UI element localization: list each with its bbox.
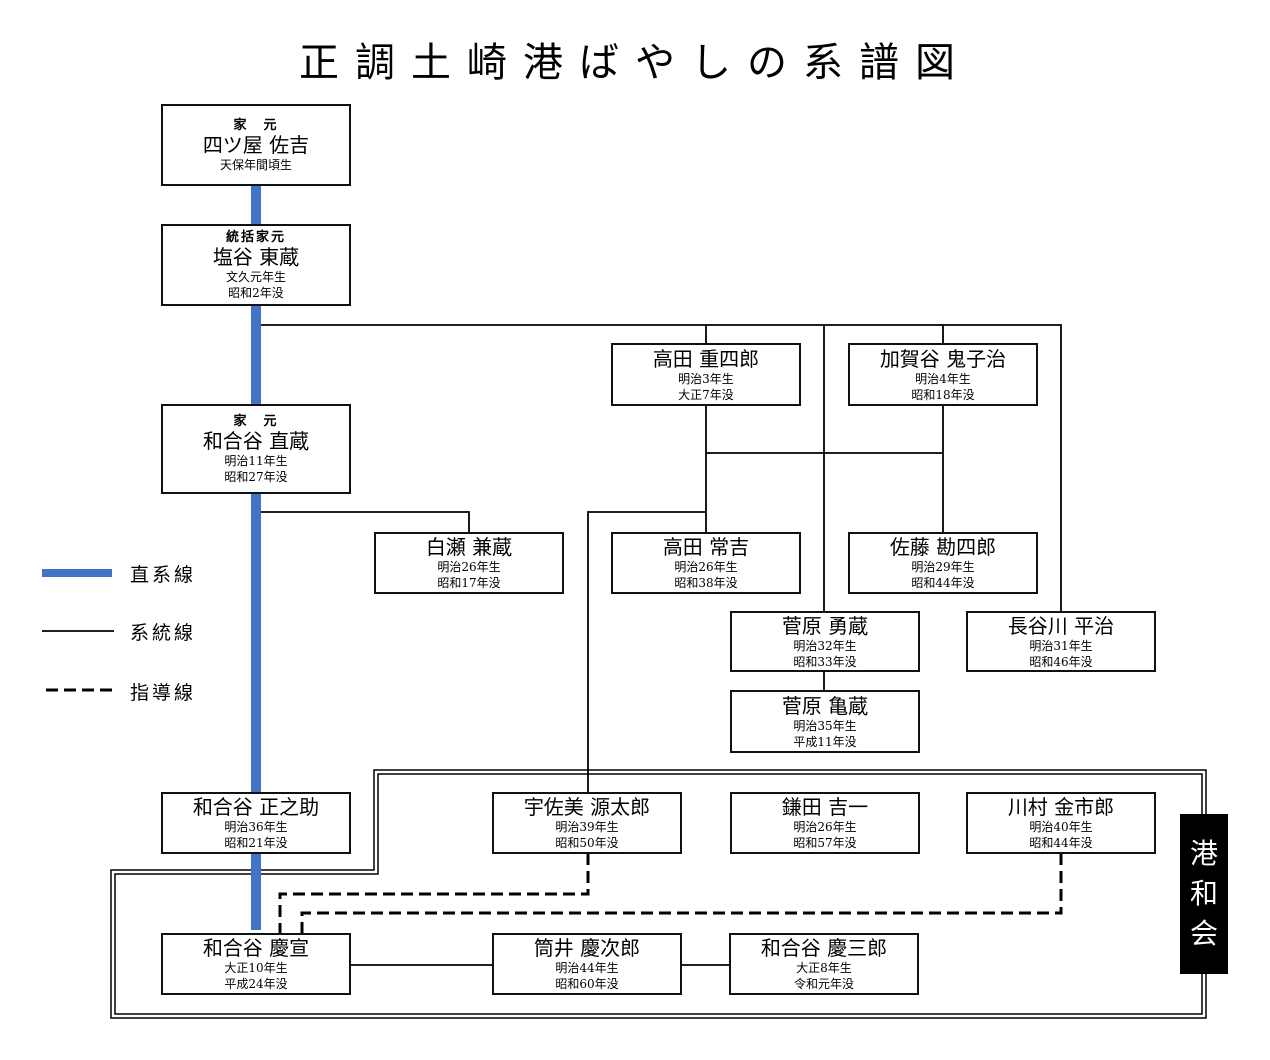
person-name: 和合谷 正之助 <box>192 795 320 819</box>
person-born: 明治31年生 <box>1029 638 1093 653</box>
person-name: 菅原 勇蔵 <box>781 613 869 638</box>
group-label-char: 会 <box>1189 917 1218 950</box>
person-died: 昭和50年没 <box>555 836 619 850</box>
person-name: 川村 金市郎 <box>1007 795 1115 819</box>
person-died: 昭和38年没 <box>674 576 738 590</box>
lineage-to-usami <box>587 511 706 793</box>
person-box-shioya: 統括家元 塩谷 東蔵 文久元年生 昭和2年没 <box>161 224 351 306</box>
person-name: 塩谷 東蔵 <box>212 244 300 269</box>
person-died: 昭和2年没 <box>228 285 284 300</box>
legend-guidance-label: 指導線 <box>130 682 197 704</box>
person-died: 昭和57年没 <box>793 836 857 850</box>
person-born: 明治4年生 <box>915 371 971 386</box>
person-box-yotsuya: 家 元 四ツ屋 佐吉 天保年間頃生 <box>161 104 351 186</box>
person-born: 明治26年生 <box>793 820 857 834</box>
person-box-takada-j: 高田 重四郎 明治3年生 大正7年没 <box>611 343 801 406</box>
person-box-kagaya: 加賀谷 鬼子治 明治4年生 昭和18年没 <box>848 343 1038 406</box>
person-died: 大正7年没 <box>678 387 734 402</box>
person-name: 和合谷 直蔵 <box>202 428 310 453</box>
person-died: 昭和18年没 <box>911 387 975 402</box>
person-box-naozo: 家 元 和合谷 直蔵 明治11年生 昭和27年没 <box>161 404 351 494</box>
person-name: 宇佐美 源太郎 <box>523 795 651 819</box>
person-name: 佐藤 勘四郎 <box>889 535 997 559</box>
person-role: 統括家元 <box>225 229 286 245</box>
person-name: 菅原 亀蔵 <box>781 693 869 718</box>
person-born: 明治36年生 <box>224 820 288 834</box>
person-box-masanosuke: 和合谷 正之助 明治36年生 昭和21年没 <box>161 792 351 854</box>
person-died: 令和元年没 <box>793 977 854 991</box>
person-box-kamata: 鎌田 吉一 明治26年生 昭和57年没 <box>730 792 920 854</box>
person-box-keizaburo: 和合谷 慶三郎 大正8年生 令和元年没 <box>729 933 919 995</box>
person-name: 長谷川 平治 <box>1007 613 1115 638</box>
person-name: 四ツ屋 佐吉 <box>202 132 310 157</box>
guidance-kawamura <box>300 853 1063 935</box>
legend-lineage-label: 系統線 <box>130 622 197 644</box>
person-name: 高田 常吉 <box>662 535 750 559</box>
person-name: 加賀谷 鬼子治 <box>879 346 1007 371</box>
lineage-naozo-shirase <box>261 511 470 533</box>
person-born: 明治35年生 <box>793 718 857 733</box>
person-died: 平成11年没 <box>793 734 857 749</box>
person-role: 家 元 <box>233 413 279 429</box>
person-box-sato: 佐藤 勘四郎 明治29年生 昭和44年没 <box>848 532 1038 594</box>
person-box-yoshinobu: 和合谷 慶宣 大正10年生 平成24年没 <box>161 933 351 995</box>
person-died: 昭和60年没 <box>555 977 619 991</box>
person-role: 家 元 <box>233 117 279 133</box>
person-name: 筒井 慶次郎 <box>533 936 641 960</box>
person-born: 明治26年生 <box>674 560 738 574</box>
person-born: 明治32年生 <box>793 638 857 653</box>
person-died: 昭和46年没 <box>1029 654 1093 669</box>
person-name: 和合谷 慶三郎 <box>760 936 888 960</box>
person-born: 明治40年生 <box>1029 820 1093 834</box>
person-box-usami: 宇佐美 源太郎 明治39年生 昭和50年没 <box>492 792 682 854</box>
person-box-sugawara-k: 菅原 亀蔵 明治35年生 平成11年没 <box>730 690 920 753</box>
page-title: 正調土崎港ばやしの系譜図 <box>299 40 971 86</box>
person-name: 鎌田 吉一 <box>781 795 869 819</box>
person-died: 昭和44年没 <box>1029 836 1093 850</box>
person-born: 明治39年生 <box>555 820 619 834</box>
person-died: 平成24年没 <box>224 977 288 991</box>
person-born: 明治3年生 <box>678 371 734 386</box>
kowakai-group-border <box>110 769 1207 1019</box>
person-box-kawamura: 川村 金市郎 明治40年生 昭和44年没 <box>966 792 1156 854</box>
person-born: 天保年間頃生 <box>219 157 292 172</box>
person-name: 高田 重四郎 <box>652 346 760 371</box>
person-born: 明治11年生 <box>224 453 288 468</box>
person-born: 大正8年生 <box>796 961 852 975</box>
person-died: 昭和27年没 <box>224 469 288 484</box>
group-label-char: 和 <box>1189 877 1218 910</box>
person-box-tsutsui: 筒井 慶次郎 明治44年生 昭和60年没 <box>492 933 682 995</box>
lineage-shioya-branch <box>261 324 1062 612</box>
person-died: 昭和17年没 <box>437 576 501 590</box>
person-born: 文久元年生 <box>225 269 286 284</box>
person-box-takada-t: 高田 常吉 明治26年生 昭和38年没 <box>611 532 801 594</box>
kowakai-group-label: 港 和 会 <box>1180 814 1228 974</box>
person-born: 明治26年生 <box>437 560 501 574</box>
person-died: 昭和33年没 <box>793 654 857 669</box>
person-box-shirase: 白瀬 兼蔵 明治26年生 昭和17年没 <box>374 532 564 594</box>
person-name: 和合谷 慶宣 <box>202 936 310 960</box>
legend-direct-label: 直系線 <box>130 564 197 586</box>
person-name: 白瀬 兼蔵 <box>425 535 513 559</box>
guidance-usami <box>278 853 590 935</box>
person-box-hasegawa: 長谷川 平治 明治31年生 昭和46年没 <box>966 611 1156 672</box>
person-died: 昭和21年没 <box>224 836 288 850</box>
group-label-char: 港 <box>1189 837 1218 870</box>
person-box-sugawara-y: 菅原 勇蔵 明治32年生 昭和33年没 <box>730 611 920 672</box>
person-born: 明治29年生 <box>911 560 975 574</box>
person-born: 明治44年生 <box>555 961 619 975</box>
person-born: 大正10年生 <box>224 961 288 975</box>
person-died: 昭和44年没 <box>911 576 975 590</box>
